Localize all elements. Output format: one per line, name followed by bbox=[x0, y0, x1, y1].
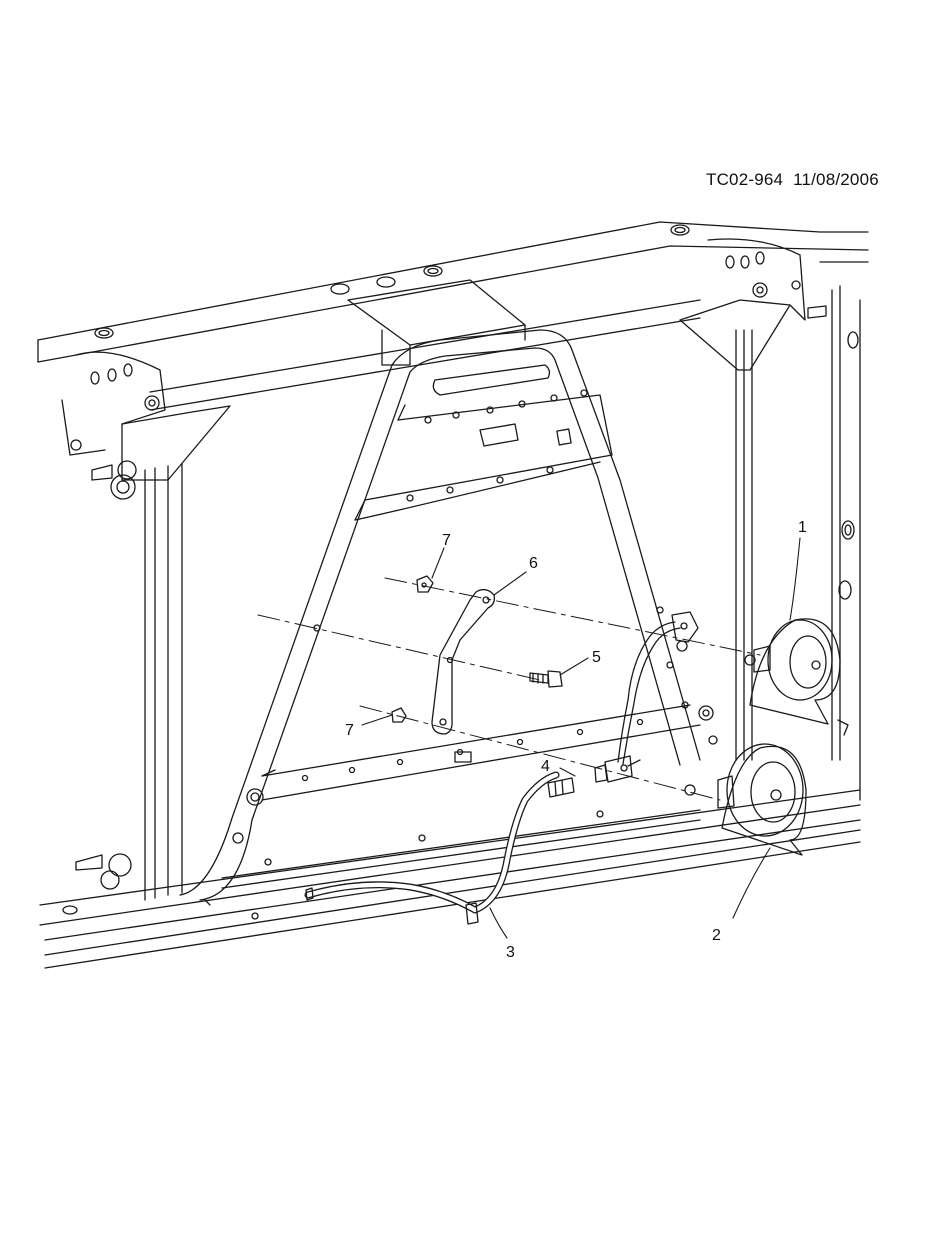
left-upright bbox=[61, 351, 231, 901]
callout-leaders bbox=[361, 537, 801, 939]
callout-4: 4 bbox=[541, 758, 550, 775]
drawing-date: 11/08/2006 bbox=[793, 170, 879, 189]
center-latch-plate bbox=[347, 279, 526, 366]
horn-low-note bbox=[717, 743, 807, 856]
drawing-reference: TC02-964 11/08/2006 bbox=[706, 170, 879, 190]
connector bbox=[547, 777, 575, 798]
lower-tie-bar bbox=[39, 784, 861, 969]
upper-tie-bar bbox=[37, 221, 869, 411]
alignment-lines bbox=[257, 577, 761, 801]
callout-labels: 1 2 3 4 5 6 7 7 bbox=[345, 519, 807, 961]
callout-3: 3 bbox=[506, 944, 515, 961]
horn-bracket bbox=[431, 588, 496, 735]
nut-lower bbox=[391, 707, 407, 723]
wiring-harness bbox=[304, 611, 699, 925]
bolt bbox=[529, 670, 563, 688]
nut-upper bbox=[416, 575, 434, 593]
callout-7-lower: 7 bbox=[345, 722, 354, 739]
callout-2: 2 bbox=[712, 927, 721, 944]
hood-latch-support bbox=[179, 329, 718, 906]
callout-7-upper: 7 bbox=[442, 532, 451, 549]
callout-5: 5 bbox=[592, 649, 601, 666]
callout-6: 6 bbox=[529, 555, 538, 572]
right-upright bbox=[679, 238, 827, 761]
horn-high-note bbox=[744, 618, 841, 725]
drawing-code: TC02-964 bbox=[706, 170, 784, 189]
fender-apron bbox=[819, 261, 869, 801]
middle-rail bbox=[261, 704, 701, 801]
callout-1: 1 bbox=[798, 519, 807, 536]
